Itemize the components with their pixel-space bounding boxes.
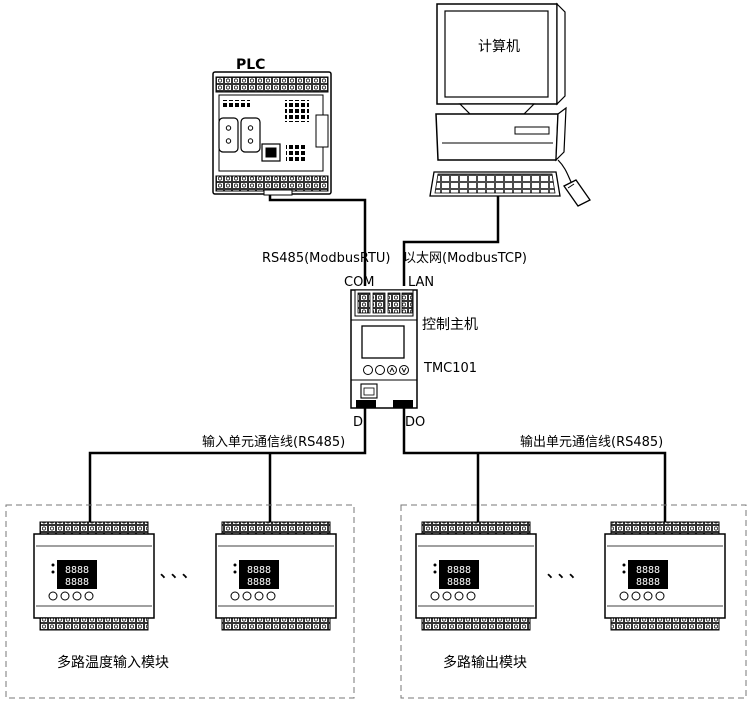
computer-label: 计算机 — [478, 39, 520, 55]
input-module-1: 8888 8888 — [33, 521, 155, 631]
lan-port-label: LAN — [408, 275, 435, 290]
output-bus-label: 输出单元通信线(RS485) — [520, 435, 664, 450]
ethernet-label: 以太网(ModbusTCP) — [403, 251, 527, 266]
output-group-label: 多路输出模块 — [443, 655, 527, 671]
input-bus-label: 输入单元通信线(RS485) — [202, 435, 346, 450]
tmc101-device — [350, 289, 418, 409]
model-label: TMC101 — [424, 361, 478, 376]
plc-label: PLC — [236, 57, 266, 73]
svg-text:8888: 8888 — [447, 577, 471, 588]
svg-text:8888: 8888 — [247, 577, 271, 588]
output-ellipsis: 、、、 — [547, 565, 587, 581]
svg-text:8888: 8888 — [636, 577, 660, 588]
output-module-1: 8888 8888 — [415, 521, 537, 631]
output-module-2: 8888 8888 — [604, 521, 726, 631]
com-port-label: COM — [344, 275, 375, 290]
input-modules-group — [5, 504, 355, 699]
wiring — [88, 192, 667, 522]
svg-text:8888: 8888 — [636, 565, 660, 576]
svg-text:8888: 8888 — [65, 565, 89, 576]
controller-label: 控制主机 — [422, 317, 478, 333]
do-bus — [402, 408, 667, 522]
computer-device — [429, 2, 591, 207]
lan-wire — [402, 196, 500, 286]
do-port-label: DO — [405, 415, 426, 430]
rs485-label: RS485(ModbusRTU) — [262, 251, 391, 266]
output-modules-group — [400, 504, 747, 699]
plc-device — [212, 71, 332, 196]
di-bus — [88, 408, 367, 522]
rs485-wire — [268, 192, 367, 286]
input-ellipsis: 、、、 — [160, 565, 200, 581]
svg-text:8888: 8888 — [447, 565, 471, 576]
svg-text:8888: 8888 — [247, 565, 271, 576]
input-group-label: 多路温度输入模块 — [57, 655, 169, 671]
input-module-2: 8888 8888 — [215, 521, 337, 631]
svg-text:8888: 8888 — [65, 577, 89, 588]
di-port-label: DI — [353, 415, 367, 430]
